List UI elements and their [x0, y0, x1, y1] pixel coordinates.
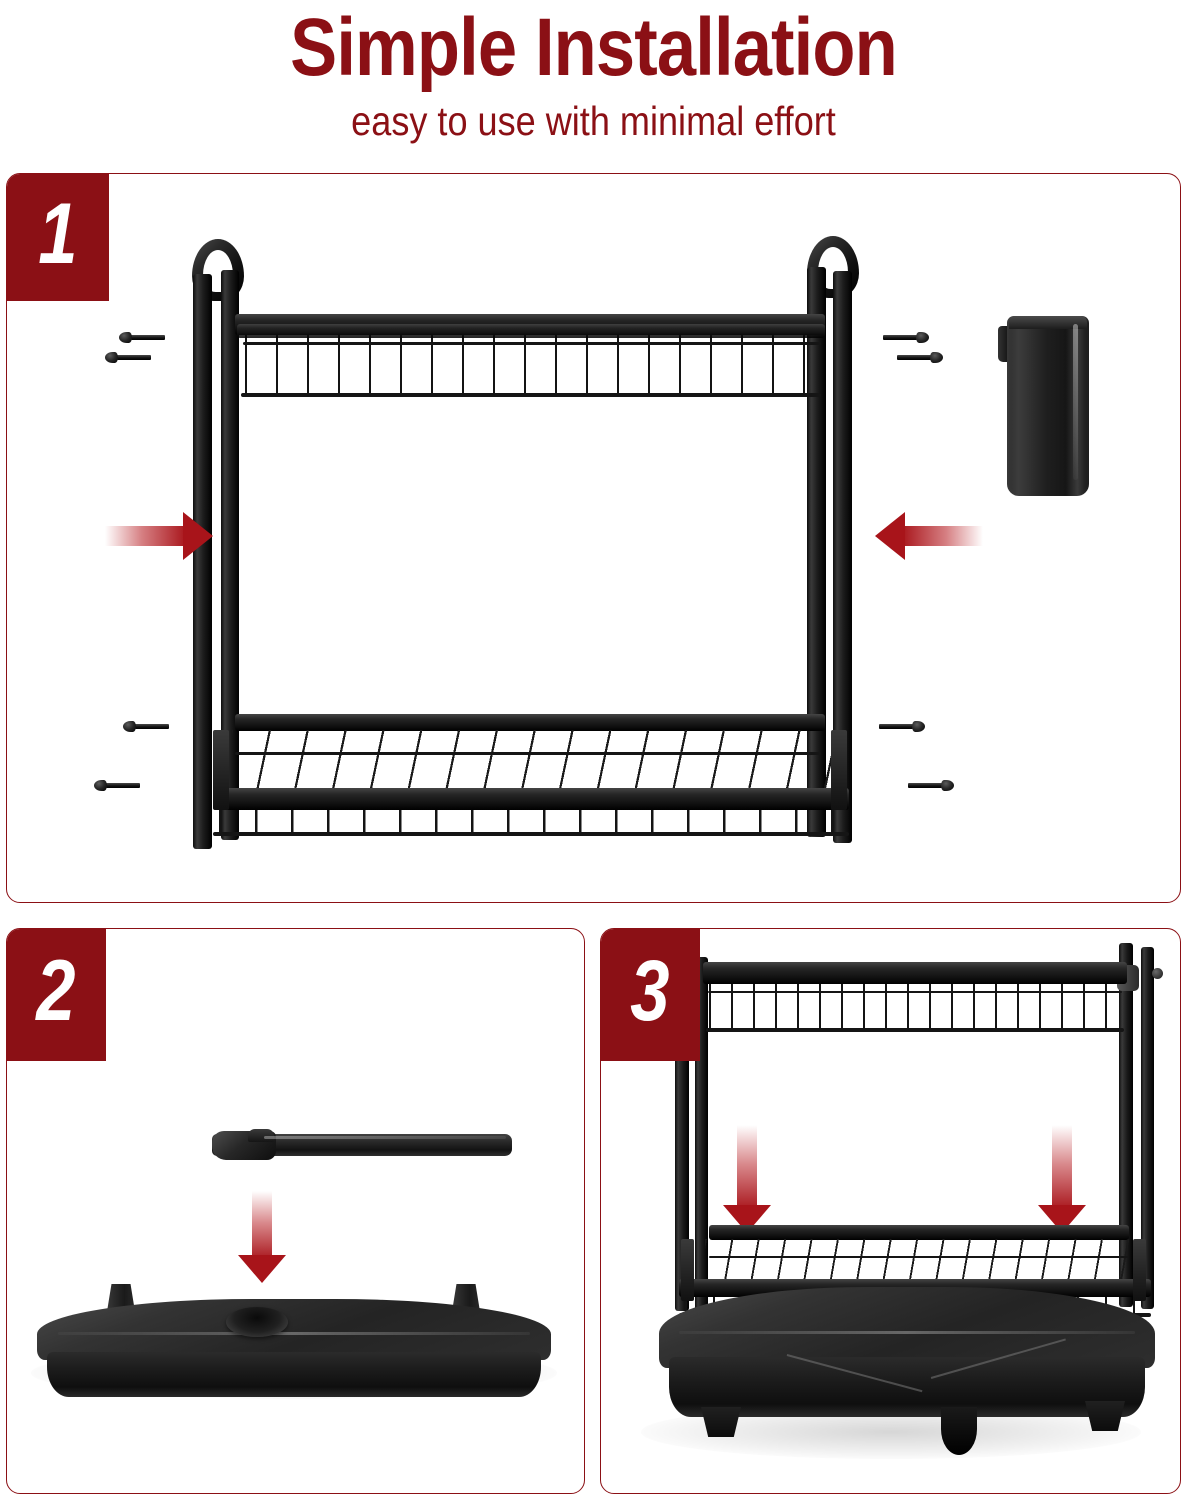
edge-bar-highlight — [264, 1136, 506, 1139]
rack-bottom-shelf-left-bracket — [681, 1239, 694, 1301]
screw-upper-left-2 — [105, 352, 151, 363]
rack-tray-foot-right — [1085, 1401, 1125, 1431]
rack-bottom-shelf-right-bracket — [1133, 1239, 1146, 1301]
screw-lower-left-1 — [123, 721, 169, 732]
rack-tray-drain-outlet — [941, 1407, 977, 1455]
rack-bottom-shelf-back-rail — [709, 1225, 1129, 1240]
rack-drip-tray — [659, 1287, 1155, 1417]
cup-highlight — [1073, 324, 1078, 480]
step-1-illustration — [7, 174, 1180, 902]
step-badge-2: 2 — [7, 929, 106, 1061]
bottom-shelf-bottom-edge — [213, 832, 849, 836]
screw-upper-right-2 — [897, 352, 943, 363]
screw-lower-right-2 — [908, 780, 954, 791]
bottom-shelf-right-bracket — [831, 730, 847, 810]
rack-bottom-shelf-wire-grid — [705, 1239, 1135, 1283]
step-panel-1: 1 — [6, 173, 1181, 903]
screw-upper-right-1 — [883, 332, 929, 343]
step-badge-3: 3 — [601, 929, 700, 1061]
right-post-front — [807, 267, 826, 837]
utensil-holder-cup — [998, 316, 1089, 496]
top-shelf-wire-bottom-edge — [241, 393, 821, 397]
rack-right-post-rear — [1141, 947, 1154, 1309]
arrow-push-left-post — [105, 512, 213, 560]
bottom-shelf-front-rail — [213, 788, 849, 810]
page-title: Simple Installation — [290, 2, 898, 93]
step-number-3: 3 — [630, 943, 670, 1039]
rack-right-post-knob-icon — [1152, 968, 1163, 979]
top-shelf-wire-mid-edge — [243, 342, 821, 345]
left-post-front — [221, 270, 239, 840]
cup-lip — [1009, 316, 1087, 329]
page-subtitle: easy to use with minimal effort — [351, 98, 836, 144]
top-shelf-front-rail — [237, 324, 825, 338]
step-badge-1: 1 — [7, 174, 109, 301]
tray-drain-spout — [226, 1307, 288, 1337]
step-number-1: 1 — [37, 185, 78, 282]
rack-bottom-shelf-wire-mid — [709, 1256, 1129, 1259]
right-post-rear — [833, 271, 852, 843]
rack-tray-rim-highlight — [678, 1331, 1136, 1335]
edge-bar-tab — [248, 1129, 274, 1142]
step-panel-2: 2 — [6, 928, 585, 1494]
step-3-illustration — [601, 929, 1180, 1493]
step-number-2: 2 — [36, 943, 76, 1039]
drip-tray-base — [37, 1299, 551, 1397]
step-2-illustration — [7, 929, 584, 1493]
page-header: Simple Installation easy to use with min… — [0, 0, 1187, 168]
bottom-shelf-left-bracket — [213, 730, 229, 810]
tray-front-wall — [47, 1351, 541, 1397]
bottom-shelf-wire-grid — [231, 730, 831, 792]
rack-top-shelf-rail — [703, 962, 1127, 984]
top-shelf-wire-grid — [245, 335, 819, 397]
bottom-shelf-front-wire-grid — [219, 810, 843, 836]
tray-top-surface — [37, 1299, 551, 1360]
rack-tray-top-surface — [659, 1287, 1155, 1368]
drip-tray-edge-bar — [212, 1129, 512, 1160]
left-post-rear — [193, 274, 212, 849]
arrow-lower-rack-right-leg — [1038, 1125, 1086, 1233]
arrow-lower-rack-left-leg — [723, 1125, 771, 1233]
screw-lower-right-1 — [879, 721, 925, 732]
bottom-shelf-wire-upper-edge — [235, 752, 821, 755]
step-panel-3: 3 — [600, 928, 1181, 1494]
screw-lower-left-2 — [94, 780, 140, 791]
arrow-push-right-post — [875, 512, 983, 560]
rack-top-shelf-wire-bottom — [706, 1028, 1124, 1032]
bottom-shelf-back-rail — [235, 714, 825, 731]
rack-tray-foot-left — [701, 1407, 741, 1437]
tray-rim-highlight — [57, 1332, 531, 1336]
rack-top-shelf-wire-mid — [708, 991, 1122, 993]
arrow-lower-bar-into-tray — [237, 1191, 287, 1283]
rack-right-post-front — [1119, 943, 1133, 1307]
edge-bar-body — [212, 1134, 512, 1156]
screw-upper-left-1 — [119, 332, 165, 343]
cup-body — [1007, 316, 1089, 496]
